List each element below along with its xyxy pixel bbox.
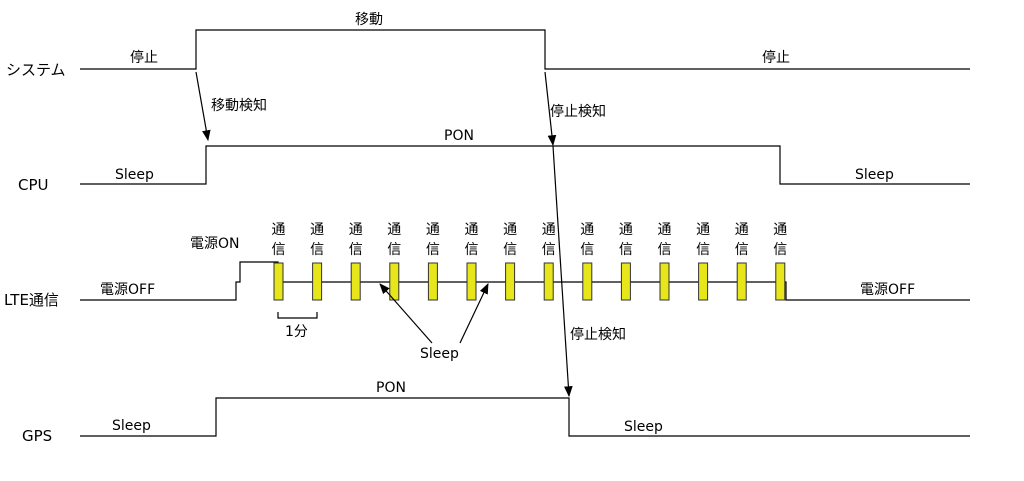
comm-label-top: 通 bbox=[773, 222, 787, 238]
comm-label-top: 通 bbox=[272, 222, 286, 238]
comm-label-bottom: 信 bbox=[503, 242, 517, 258]
comm-label-bottom: 信 bbox=[696, 242, 710, 258]
system-signal bbox=[80, 29, 970, 70]
interval-bracket bbox=[277, 312, 318, 319]
comm-label-bottom: 信 bbox=[580, 242, 594, 258]
comm-label-top: 通 bbox=[542, 222, 556, 238]
comm-label-top: 通 bbox=[310, 222, 324, 238]
comm-label-bottom: 信 bbox=[619, 242, 633, 258]
gps-stop-detect-arrow bbox=[552, 145, 573, 398]
comm-label-top: 通 bbox=[735, 222, 749, 238]
comm-block bbox=[620, 262, 631, 301]
stop-detect-label: 停止検知 bbox=[550, 103, 606, 120]
comm-block bbox=[312, 262, 323, 301]
comm-block bbox=[389, 262, 400, 301]
comm-label-top: 通 bbox=[387, 222, 401, 238]
move-detect-arrow bbox=[195, 71, 211, 142]
comm-label-bottom: 信 bbox=[272, 242, 286, 258]
gps-pon-label: PON bbox=[376, 380, 406, 396]
gps-stop-detect-label: 停止検知 bbox=[570, 326, 626, 343]
sleep-arrow-left bbox=[379, 283, 433, 344]
comm-label-top: 通 bbox=[619, 222, 633, 238]
gps-sleep-right-label: Sleep bbox=[624, 419, 663, 435]
row-label-system: システム bbox=[6, 61, 66, 79]
row-label-gps: GPS bbox=[22, 427, 52, 445]
comm-label-bottom: 信 bbox=[542, 242, 556, 258]
stop-detect-arrow bbox=[544, 71, 557, 147]
comm-block bbox=[659, 262, 670, 301]
system-moving-label: 移動 bbox=[355, 12, 383, 28]
comm-label-bottom: 信 bbox=[658, 242, 672, 258]
cpu-sleep-right-label: Sleep bbox=[855, 167, 894, 183]
cpu-sleep-left-label: Sleep bbox=[115, 167, 154, 183]
move-detect-label: 移動検知 bbox=[211, 97, 267, 114]
sleep-label: Sleep bbox=[420, 346, 459, 362]
comm-label-top: 通 bbox=[465, 222, 479, 238]
row-label-cpu: CPU bbox=[18, 176, 49, 194]
comm-label-bottom: 信 bbox=[349, 242, 363, 258]
system-stop-left-label: 停止 bbox=[130, 49, 158, 66]
comm-label-top: 通 bbox=[503, 222, 517, 238]
comm-label-bottom: 信 bbox=[387, 242, 401, 258]
comm-block bbox=[350, 262, 361, 301]
comm-block bbox=[273, 262, 284, 301]
comm-block bbox=[427, 262, 438, 301]
cpu-signal bbox=[80, 145, 970, 185]
gps-signal bbox=[80, 397, 970, 437]
comm-label-bottom: 信 bbox=[426, 242, 440, 258]
interval-label: 1分 bbox=[285, 324, 308, 340]
comm-label-top: 通 bbox=[426, 222, 440, 238]
row-label-lte: LTE通信 bbox=[4, 291, 59, 309]
comm-label-top: 通 bbox=[580, 222, 594, 238]
comm-block bbox=[582, 262, 593, 301]
cpu-pon-label: PON bbox=[444, 128, 474, 144]
lte-signal bbox=[80, 261, 970, 301]
comm-block bbox=[466, 262, 477, 301]
comm-label-top: 通 bbox=[658, 222, 672, 238]
comm-label-bottom: 信 bbox=[310, 242, 324, 258]
system-stop-right-label: 停止 bbox=[762, 49, 790, 66]
comm-block bbox=[698, 262, 709, 301]
comm-block bbox=[543, 262, 554, 301]
comm-block bbox=[736, 262, 747, 301]
lte-power-on-label: 電源ON bbox=[190, 236, 240, 252]
gps-sleep-left-label: Sleep bbox=[112, 418, 151, 434]
comm-block bbox=[775, 262, 786, 301]
comm-label-bottom: 信 bbox=[735, 242, 749, 258]
sleep-arrow-right bbox=[459, 283, 489, 344]
comm-label-top: 通 bbox=[696, 222, 710, 238]
lte-power-off-left-label: 電源OFF bbox=[100, 282, 155, 298]
comm-label-bottom: 信 bbox=[465, 242, 479, 258]
comm-block bbox=[505, 262, 516, 301]
lte-power-off-right-label: 電源OFF bbox=[860, 282, 915, 298]
comm-label-top: 通 bbox=[349, 222, 363, 238]
comm-label-bottom: 信 bbox=[773, 242, 787, 258]
